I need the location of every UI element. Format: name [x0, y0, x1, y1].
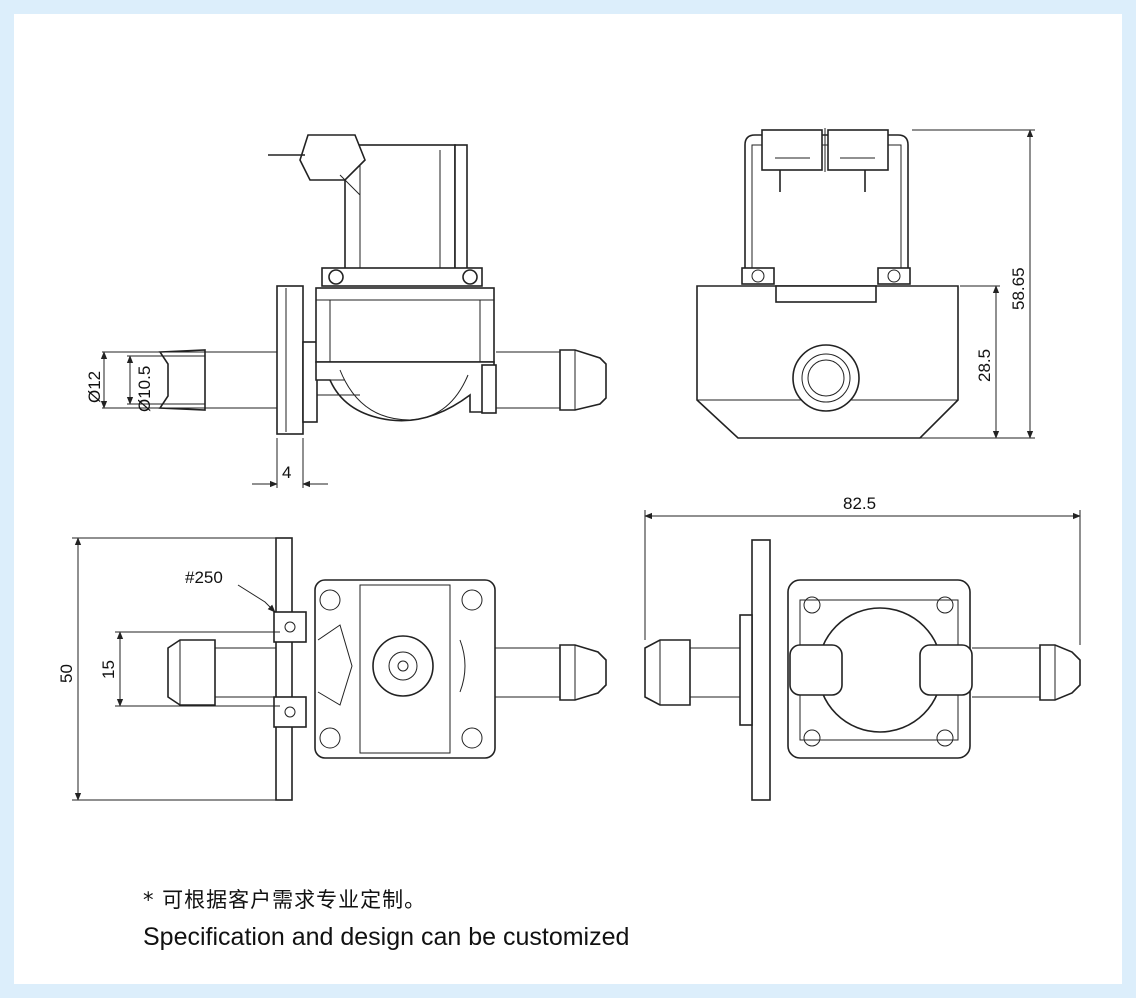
dim-4: 4 — [282, 463, 291, 482]
dim-15: 15 — [99, 660, 118, 679]
dim-d12: Ø12 — [85, 371, 104, 403]
note-english: Specification and design can be customiz… — [143, 923, 630, 951]
dim-58-65: 58.65 — [1009, 267, 1028, 310]
top-dimensions: 50 15 #250 — [57, 537, 292, 801]
dim-50: 50 — [57, 664, 76, 683]
bottom-dimensions: 82.5 — [644, 494, 1081, 645]
drawing-sheet — [14, 14, 1122, 984]
side-view — [696, 128, 959, 439]
dim-d10-5: Ø10.5 — [135, 366, 154, 412]
bottom-view — [644, 539, 1081, 801]
front-dimensions: Ø12 Ø10.5 4 — [85, 351, 328, 488]
dim-82-5: 82.5 — [843, 494, 876, 513]
top-view — [167, 537, 607, 801]
side-dimensions: 58.65 28.5 — [912, 129, 1035, 439]
note-chinese: * 可根据客户需求专业定制。 — [143, 888, 427, 912]
front-view — [158, 134, 607, 435]
terminal-label: #250 — [185, 568, 223, 587]
dim-28-5: 28.5 — [975, 349, 994, 382]
